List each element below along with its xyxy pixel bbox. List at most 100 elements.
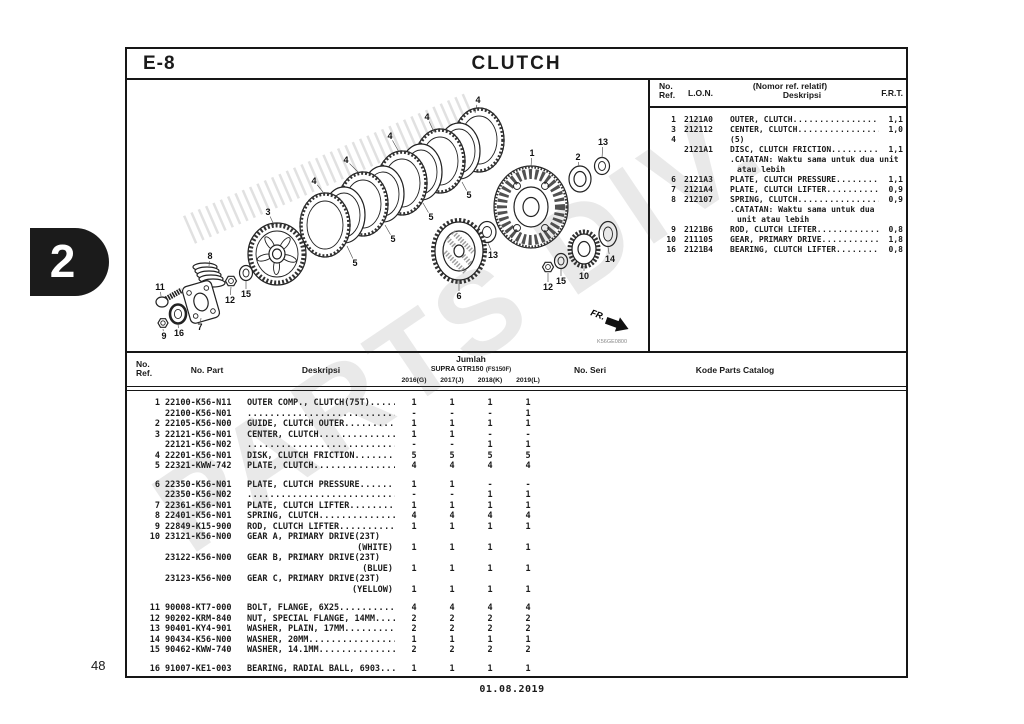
part-description: ROD, CLUTCH LIFTER (247, 522, 395, 533)
description-color-variant: (WHITE) (357, 542, 393, 553)
page-title: CLUTCH (471, 53, 562, 74)
dot-leader (344, 624, 395, 635)
part-description: PLATE, CLUTCH PRESSURE (247, 480, 395, 491)
part-description: GEAR A, PRIMARY DRIVE(23T) (247, 532, 395, 543)
dot-leader (344, 419, 395, 430)
part-description: WASHER, PLAIN, 17MM (247, 624, 395, 635)
callout-leader-line (461, 181, 467, 191)
ref-no (127, 574, 160, 585)
callout-leader-line (316, 184, 324, 193)
description-text: WASHER, 20MM (247, 634, 309, 645)
qty-value: 1 (487, 490, 493, 500)
qty-value: - (487, 408, 493, 419)
washer-15-left-drawing (238, 264, 254, 282)
description-text: PLATE, CLUTCH PRESSURE (247, 479, 360, 490)
dot-leader (339, 522, 395, 533)
callout-number: 13 (598, 137, 608, 147)
part-description: CENTER, CLUTCH (730, 125, 879, 135)
qty-value: 1 (411, 479, 417, 490)
col-qty-header: Jumlah SUPRA GTR150 (FS150F) 2016(G)2017… (395, 355, 547, 385)
qty-value: 1 (525, 634, 531, 645)
ref-no: 10 (149, 532, 160, 542)
callout-number: 8 (207, 251, 212, 261)
dot-leader (836, 175, 879, 185)
catatan-note: .CATATAN: Waktu sama untuk dua unit (730, 155, 899, 164)
qty-value: 4 (411, 603, 417, 613)
description-text: WASHER, PLAIN, 17MM (247, 624, 345, 634)
col-seri-header: No. Seri (573, 365, 607, 375)
callout-leader-line (530, 157, 532, 168)
ref-no (127, 585, 160, 596)
part-number: 22105-K56-N00 (165, 419, 232, 429)
frt-value: 1,1 (888, 175, 903, 184)
description-text: ROD, CLUTCH LIFTER (730, 225, 817, 234)
dot-leader (354, 451, 395, 462)
qty-value: 4 (411, 461, 417, 471)
qty-value: 2 (525, 645, 531, 655)
qty-value: 1 (525, 398, 531, 408)
ref-no (654, 145, 676, 155)
callout-number: 1 (529, 148, 534, 158)
callout-leader-line (230, 286, 232, 296)
part-number: 90202-KRM-840 (165, 613, 232, 624)
dot-leader (349, 501, 395, 512)
qty-value: 1 (449, 634, 455, 645)
frt-value: 1,8 (888, 235, 903, 244)
ref-no: 11 (149, 603, 160, 613)
col-ref-header: No. Ref. (136, 359, 153, 378)
dot-leader (797, 195, 879, 205)
qty-value: - (449, 490, 455, 500)
description-color-variant: (YELLOW) (352, 584, 393, 595)
dot-leader (831, 145, 879, 155)
qty-value: 1 (525, 584, 531, 595)
callout-number: 10 (579, 271, 589, 281)
frt-header: F.R.T. (881, 88, 903, 98)
callout-number: 11 (155, 282, 165, 292)
part-description: PLATE, CLUTCH LIFTER (730, 185, 879, 195)
part-number: 23123-K56-N00 (165, 574, 232, 584)
ref-no: 6 (154, 479, 160, 490)
ref-no: 16 (149, 663, 160, 674)
qty-value: 4 (525, 603, 531, 613)
callout-leader-line (578, 161, 580, 168)
part-number: 22350-K56-N02 (165, 490, 232, 500)
ref-no: 3 (154, 429, 160, 440)
callout-leader-line (208, 260, 210, 267)
qty-value: 1 (525, 521, 531, 532)
fr-direction-arrow: FR. (589, 307, 629, 332)
nut-12-left-drawing (224, 275, 238, 287)
callout-number: 4 (343, 155, 348, 165)
ref-table-note-row: atau lebih (654, 165, 903, 175)
description-text: DISK, CLUTCH FRICTION (247, 450, 355, 461)
col-catalog-header: Kode Parts Catalog (695, 365, 775, 375)
part-description: OUTER, CLUTCH (730, 115, 879, 125)
part-description: CENTER, CLUTCH (247, 430, 395, 441)
ref-table-note-row: .CATATAN: Waktu sama untuk dua (654, 205, 903, 215)
description-text: OUTER COMP., CLUTCH(75T) (247, 398, 370, 408)
callout-leader-line (349, 163, 360, 174)
qty-value: 2 (525, 624, 531, 634)
frt-value: 0,8 (888, 225, 903, 234)
part-number: 22401-K56-N01 (165, 511, 232, 521)
dot-leader (339, 603, 395, 614)
qty-value: 1 (487, 663, 493, 674)
catatan-note: unit atau lebih (737, 215, 810, 224)
description-text: GEAR C, PRIMARY DRIVE(23T) (247, 574, 381, 584)
part-number: 22121-K56-N01 (165, 429, 232, 440)
callout-number: 4 (424, 112, 429, 122)
qty-value: 4 (449, 511, 455, 521)
callout-number: 5 (352, 258, 357, 268)
dot-leader (360, 480, 395, 491)
qty-value: 5 (525, 450, 531, 461)
part-number: 22121-K56-N02 (165, 440, 232, 450)
ref-no: 2 (154, 419, 160, 429)
callout-number: 12 (543, 282, 553, 292)
part-number: 23121-K56-N00 (165, 532, 232, 542)
